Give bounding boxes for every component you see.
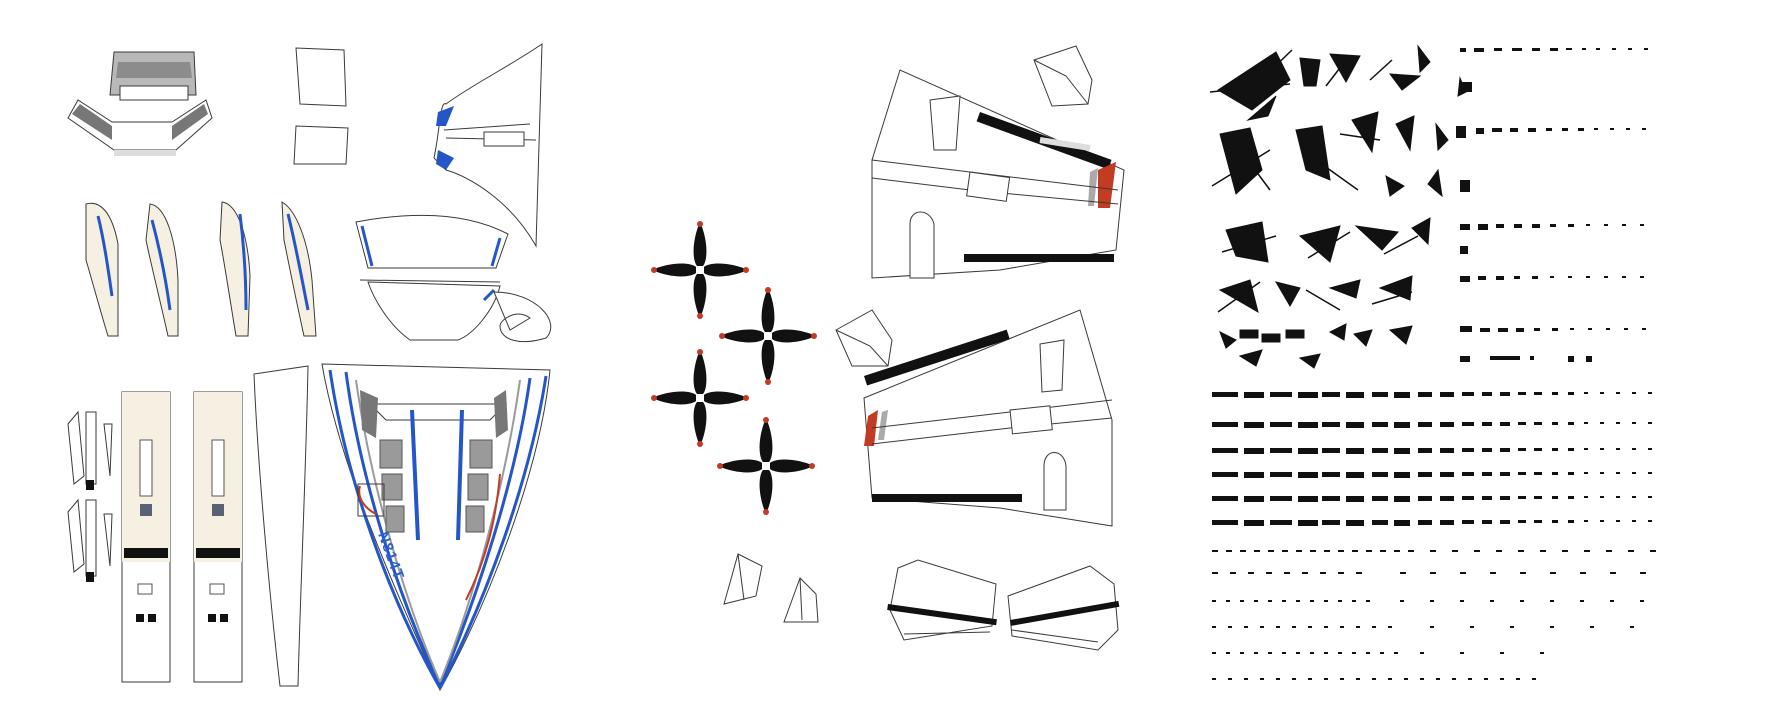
detail-parts-strokes: [1209, 49, 1419, 313]
cockpit-side-piece-4: [281, 201, 317, 337]
cockpit-side-piece-3: [219, 201, 251, 337]
stabilizer-piece-right: [1007, 565, 1120, 651]
tiny-parts-rows: [1456, 48, 1648, 362]
propeller-4: [717, 417, 815, 515]
spinner-wedge-1: [723, 553, 763, 605]
propeller-3: [651, 349, 749, 447]
strut-piece-1: [67, 410, 113, 490]
propeller-2: [719, 287, 817, 385]
cockpit-side-piece-2: [145, 203, 179, 337]
main-fuselage-panel: N814T: [321, 363, 551, 692]
fuselage-top-piece: [355, 214, 509, 283]
strut-piece-2: [67, 498, 113, 582]
stabilizer-piece-left: [887, 559, 997, 641]
tail-boom-panel: [253, 365, 309, 687]
door-panel-lower: [293, 125, 349, 165]
detail-parts-cluster: [1217, 44, 1467, 369]
small-parts-grid: [1212, 392, 1656, 680]
nacelle-panel-1: [121, 391, 171, 683]
wing-panel-lower: [863, 309, 1113, 527]
spinner-wedge-2: [783, 577, 819, 623]
nose-top-piece: [109, 51, 197, 101]
flap-shape-lower: [835, 309, 893, 367]
flap-shape-upper: [1033, 45, 1093, 107]
spinner-cone-piece: [493, 291, 552, 342]
fuselage-belly-piece: [367, 281, 501, 341]
windshield-frame-piece: [67, 99, 213, 156]
tail-fin-piece: [433, 43, 543, 248]
nacelle-panel-2: [193, 391, 243, 683]
cockpit-side-piece-1: [85, 202, 119, 337]
wing-panel-upper: [871, 69, 1125, 279]
propeller-1: [651, 221, 749, 319]
door-panel-upper: [295, 47, 347, 107]
